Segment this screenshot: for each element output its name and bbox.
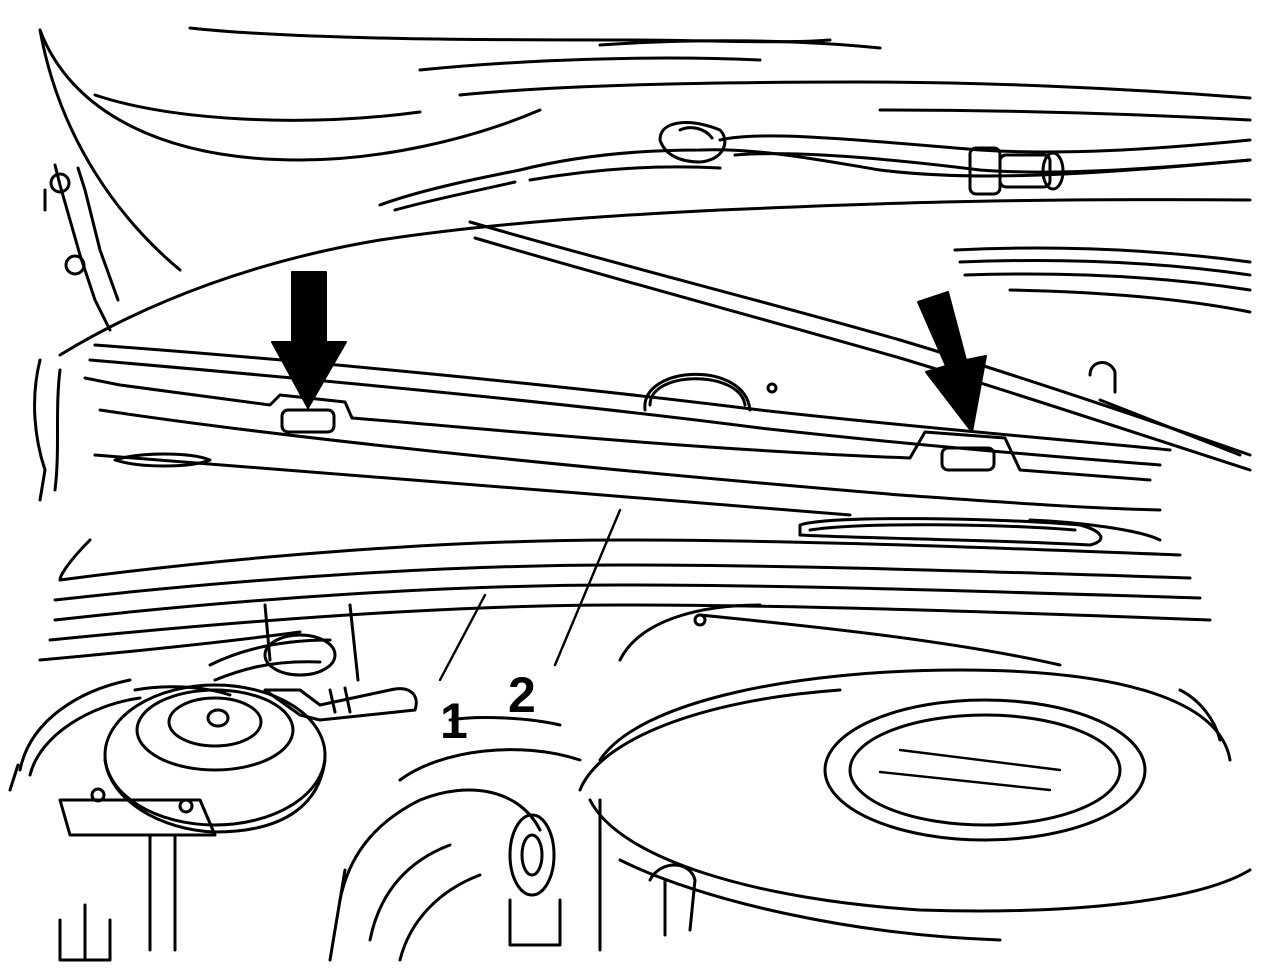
arrow-down-icon — [917, 291, 987, 433]
connector-plugs — [133, 603, 418, 722]
hood-hinge — [33, 163, 120, 502]
hood-panel — [38, 26, 1252, 272]
cowl-panel — [83, 343, 1242, 547]
callout-leader-2 — [553, 508, 622, 667]
callout-leader-1 — [438, 593, 487, 682]
callout-label-1: 1 — [440, 693, 468, 749]
bulkhead-beams — [38, 538, 1212, 662]
strut-tower — [8, 678, 327, 834]
arrow-down-icon — [271, 271, 347, 409]
retaining-clip-right — [940, 446, 996, 472]
mounting-bracket — [58, 787, 217, 962]
air-filter-housing — [578, 668, 1252, 952]
intake-duct — [328, 716, 697, 962]
wiring-harness — [518, 121, 1252, 196]
retaining-clip-left — [280, 408, 336, 434]
callout-label-2: 2 — [508, 667, 536, 723]
hood-stay-rod — [58, 198, 1252, 472]
cowl-trim-upper — [953, 246, 1252, 314]
suspension-well — [618, 603, 1222, 742]
